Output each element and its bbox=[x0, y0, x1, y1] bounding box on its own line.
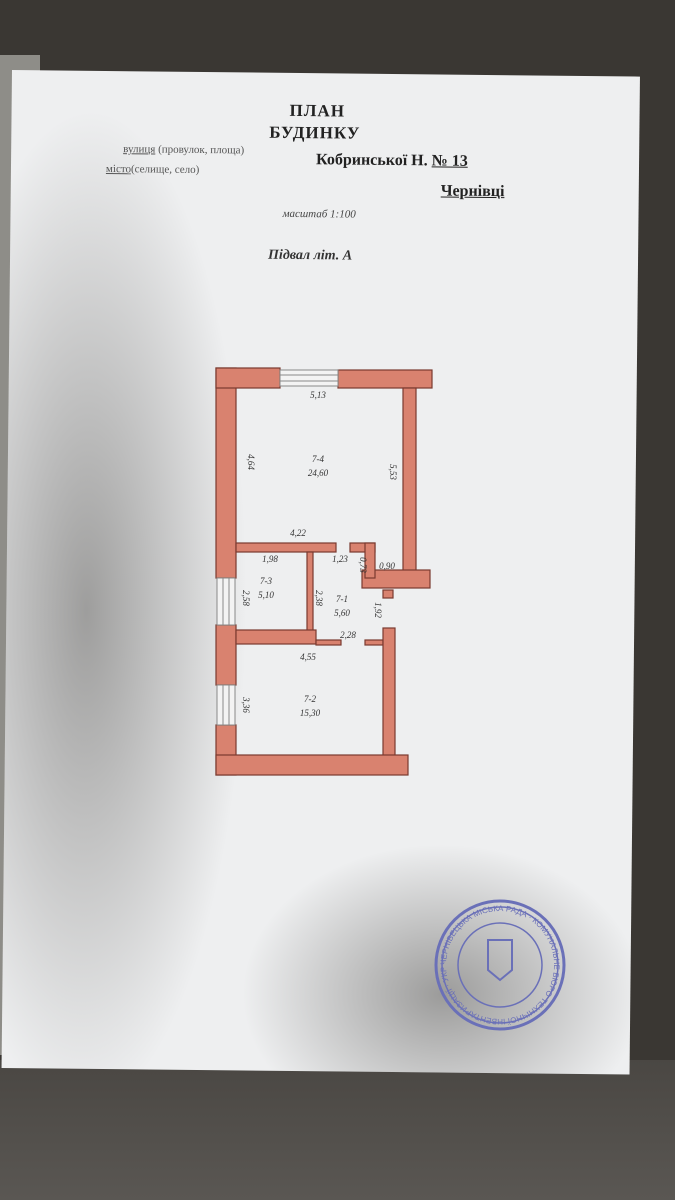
dim-label: 5,53 bbox=[388, 464, 398, 480]
wall bbox=[215, 624, 237, 686]
house-number: № 13 bbox=[431, 152, 468, 170]
wall bbox=[215, 367, 237, 579]
room-area: 5,60 bbox=[334, 608, 350, 618]
street-value: Кобринської Н. bbox=[315, 151, 428, 170]
title-line-2: БУДИНКУ bbox=[269, 122, 361, 143]
wall bbox=[382, 589, 394, 599]
windows bbox=[216, 369, 339, 726]
dim-label: 1,92 bbox=[373, 602, 383, 618]
city-value: Чернівці bbox=[440, 182, 505, 201]
dim-label: 4,22 bbox=[290, 528, 306, 538]
wall bbox=[337, 369, 433, 389]
room-area: 24,60 bbox=[308, 468, 329, 478]
street-caption: вулиця (провулок, площа) bbox=[123, 143, 244, 156]
room-area: 5,10 bbox=[258, 590, 274, 600]
dim-label: 0,73 bbox=[358, 557, 368, 573]
wall bbox=[315, 639, 342, 646]
city-hint: (селище, село) bbox=[130, 163, 200, 176]
wall bbox=[402, 387, 417, 576]
dim-label: 5,13 bbox=[310, 390, 326, 400]
dim-label: 1,98 bbox=[262, 554, 278, 564]
dim-label: 2,28 bbox=[340, 630, 356, 640]
wall bbox=[306, 551, 314, 635]
room-id: 7-2 bbox=[304, 694, 316, 704]
title-line-1: ПЛАН bbox=[289, 100, 346, 121]
room-area: 15,30 bbox=[300, 708, 321, 718]
room-id: 7-3 bbox=[260, 576, 272, 586]
city-caption: місто(селище, село) bbox=[106, 163, 200, 176]
dim-label: 0,90 bbox=[379, 561, 395, 571]
street-label: вулиця bbox=[123, 143, 156, 156]
wall bbox=[235, 629, 317, 645]
official-stamp: ЧЕРНІВЕЦЬКА МІСЬКА РАДА · КОМУНАЛЬНЕ БЮР… bbox=[430, 895, 566, 1031]
dim-label: 4,55 bbox=[300, 652, 316, 662]
street-hint: (провулок, площа) bbox=[158, 143, 245, 157]
floor-plan: 5,13 4,64 5,53 4,22 1,98 1,23 0,73 0,90 … bbox=[215, 367, 433, 776]
window bbox=[216, 577, 236, 626]
window bbox=[279, 369, 339, 387]
scale-label: масштаб 1:100 bbox=[282, 207, 356, 221]
dim-label: 1,23 bbox=[332, 554, 348, 564]
floor-label: Підвал літ. А bbox=[267, 247, 353, 264]
wall bbox=[361, 569, 431, 589]
dim-label: 2,58 bbox=[241, 590, 251, 606]
background-surface bbox=[0, 1060, 675, 1200]
wall bbox=[364, 542, 376, 579]
address-line: Кобринської Н. № 13 bbox=[316, 151, 468, 171]
trident-emblem-icon bbox=[487, 939, 513, 982]
dim-label: 2,38 bbox=[314, 590, 324, 606]
walls bbox=[215, 367, 433, 776]
wall bbox=[364, 639, 384, 646]
room-id: 7-1 bbox=[336, 594, 348, 604]
city-label: місто bbox=[105, 162, 132, 176]
window bbox=[216, 684, 236, 726]
wall bbox=[235, 542, 337, 553]
wall bbox=[215, 754, 409, 776]
room-id: 7-4 bbox=[312, 454, 324, 464]
dim-label: 4,64 bbox=[246, 454, 256, 470]
wall bbox=[382, 627, 396, 764]
dim-label: 3,36 bbox=[241, 696, 251, 713]
wall bbox=[215, 367, 281, 389]
